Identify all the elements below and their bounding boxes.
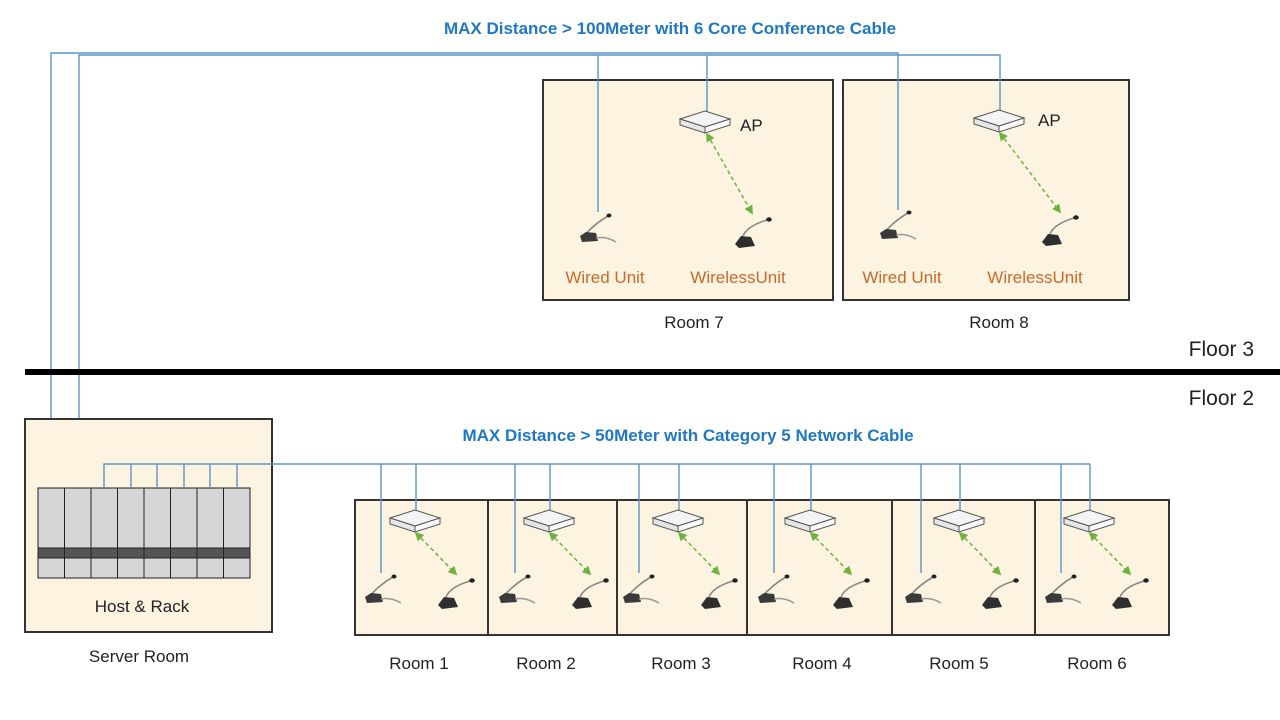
rack-slot xyxy=(170,487,198,579)
floor3-cabling xyxy=(50,52,1001,420)
host-rack-label: Host & Rack xyxy=(95,597,190,616)
room-6: Room 6 xyxy=(1034,464,1170,673)
room7-ap-label: AP xyxy=(740,116,763,135)
wireless-link xyxy=(706,132,753,215)
floor-upper-label: Floor 3 xyxy=(1189,338,1254,361)
room-7-box xyxy=(542,79,834,301)
floor-divider xyxy=(25,369,1280,375)
rack-slot xyxy=(37,487,65,579)
floor-lower-label: Floor 2 xyxy=(1189,387,1254,410)
room-name: Room 1 xyxy=(389,654,449,673)
room-4: Room 4 xyxy=(746,464,893,673)
room-8-box xyxy=(842,79,1130,301)
rack-slot xyxy=(90,487,118,579)
wireless-link xyxy=(958,531,1002,576)
host-rack xyxy=(37,487,251,579)
room-name: Room 5 xyxy=(929,654,989,673)
room-name: Room 3 xyxy=(651,654,711,673)
room7-wireless-unit-label: WirelessUnit xyxy=(690,268,786,287)
wireless-link xyxy=(414,531,458,576)
wireless-link xyxy=(677,531,721,576)
room-7 xyxy=(542,79,834,301)
rack-slot xyxy=(117,487,145,579)
room-name: Room 4 xyxy=(792,654,852,673)
wireless-link xyxy=(1088,531,1132,576)
cable-room8-ap xyxy=(78,54,1001,420)
room7-wired-unit-label: Wired Unit xyxy=(565,268,645,287)
room8-wireless-unit-label: WirelessUnit xyxy=(987,268,1083,287)
room-name: Room 6 xyxy=(1067,654,1127,673)
wireless-link xyxy=(809,531,853,576)
room8-ap-label: AP xyxy=(1038,111,1061,130)
room7-name: Room 7 xyxy=(664,313,724,332)
server-room: Host & Rack xyxy=(24,418,273,633)
room8-name: Room 8 xyxy=(969,313,1029,332)
room-name: Room 2 xyxy=(516,654,576,673)
room-3: Room 3 xyxy=(616,464,748,673)
cable-room8-wired xyxy=(50,52,899,420)
wireless-link xyxy=(548,531,592,576)
floor2-cable-title: MAX Distance > 50Meter with Category 5 N… xyxy=(462,426,913,445)
room8-wired-unit-label: Wired Unit xyxy=(862,268,942,287)
room-5: Room 5 xyxy=(891,464,1036,673)
floor2-rooms: Room 1 Room 2 Room 3 Room 4 Room 5 Room 6 xyxy=(103,463,1170,673)
rack-slot xyxy=(143,487,171,579)
rack-slot xyxy=(223,487,251,579)
room-8 xyxy=(842,79,1130,301)
room-2: Room 2 xyxy=(487,464,618,673)
wireless-link xyxy=(998,131,1062,214)
rack-slot xyxy=(64,487,92,579)
rack-slot xyxy=(196,487,224,579)
floor3-cable-title: MAX Distance > 100Meter with 6 Core Conf… xyxy=(444,19,896,38)
network-bus-cable xyxy=(103,463,1090,488)
room-1: Room 1 xyxy=(354,464,489,673)
server-room-label: Server Room xyxy=(89,647,189,666)
